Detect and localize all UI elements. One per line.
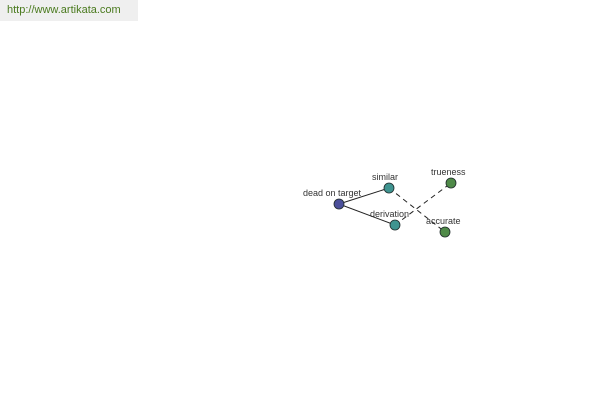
- node-similar[interactable]: [383, 182, 395, 194]
- node-derivation[interactable]: [389, 219, 401, 231]
- node-accurate[interactable]: [439, 226, 451, 238]
- label-derivation[interactable]: derivation: [370, 209, 409, 219]
- node-trueness[interactable]: [445, 177, 457, 189]
- edge-center-derivation: [338, 203, 396, 226]
- edge-center-similar: [338, 187, 390, 205]
- label-similar[interactable]: similar: [372, 172, 398, 182]
- label-trueness[interactable]: trueness: [431, 167, 466, 177]
- edge-similar-accurate: [388, 187, 446, 233]
- label-accurate[interactable]: accurate: [426, 216, 461, 226]
- node-dead-on-target[interactable]: [333, 198, 345, 210]
- label-dead-on-target[interactable]: dead on target: [303, 188, 362, 198]
- edge-derivation-trueness: [394, 182, 452, 226]
- source-url-banner[interactable]: http://www.artikata.com: [0, 0, 138, 21]
